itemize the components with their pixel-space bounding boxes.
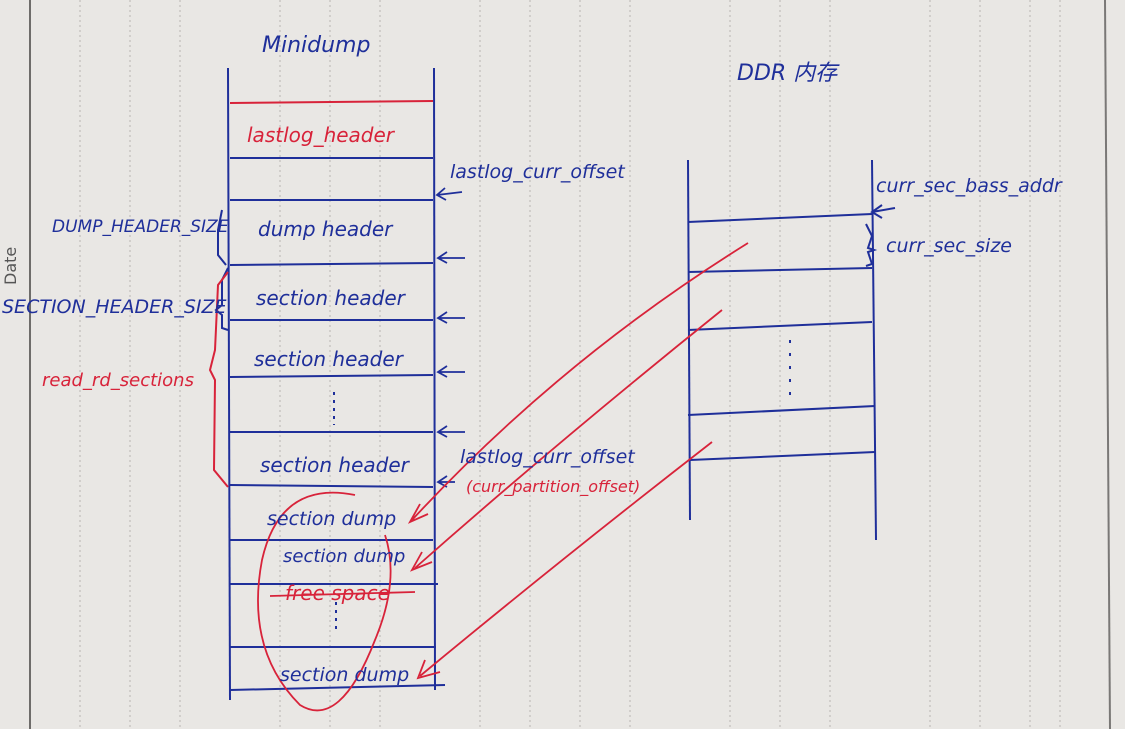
label-curr-sec-base-addr: curr_sec_bass_addr	[876, 175, 1063, 197]
block-free-space: free space	[285, 581, 390, 605]
free-space-strikethrough	[269, 591, 416, 597]
block-section-header: section header	[260, 453, 411, 477]
block-section-dump: section dump	[283, 546, 405, 567]
label-lastlog-curr-offset-top: lastlog_curr_offset	[450, 161, 626, 183]
mapping-arrow-2	[409, 309, 723, 572]
block-section-dump: section dump	[280, 664, 409, 686]
block-section-header: section header	[256, 286, 407, 310]
block-section-header: section header	[254, 347, 405, 371]
label-lastlog-curr-offset-bottom: lastlog_curr_offset	[460, 446, 636, 468]
label-curr-partition-offset: (curr_partition_offset)	[466, 477, 640, 497]
date-label: Date	[1, 247, 20, 285]
block-section-dump: section dump	[267, 508, 396, 530]
paper-right-edge	[1104, 0, 1111, 729]
free-space-ellipse	[257, 491, 392, 712]
ddr-title: DDR 内存	[737, 61, 840, 86]
block-dump-header: dump header	[258, 217, 394, 241]
paper-ruling	[79, 0, 1061, 729]
minidump-title: Minidump	[262, 33, 370, 58]
mapping-arrow-1	[407, 242, 749, 524]
label-read-sections: read_rd_sections	[42, 370, 194, 391]
minidump-column	[227, 67, 446, 701]
offset-arrows	[435, 187, 465, 488]
lastlog-header-top-line	[229, 100, 434, 104]
label-section-header-size: SECTION_HEADER_SIZE	[2, 296, 227, 318]
block-lastlog-header: lastlog_header	[247, 123, 396, 147]
ddr-column	[687, 159, 896, 541]
mapping-arrow-3	[416, 441, 713, 680]
mapping-arrows	[257, 242, 749, 712]
dump-header-size-brace	[217, 209, 227, 266]
label-curr-sec-size: curr_sec_size	[886, 235, 1012, 257]
read-sections-brace	[208, 271, 229, 488]
label-dump-header-size: DUMP_HEADER_SIZE	[52, 217, 229, 237]
